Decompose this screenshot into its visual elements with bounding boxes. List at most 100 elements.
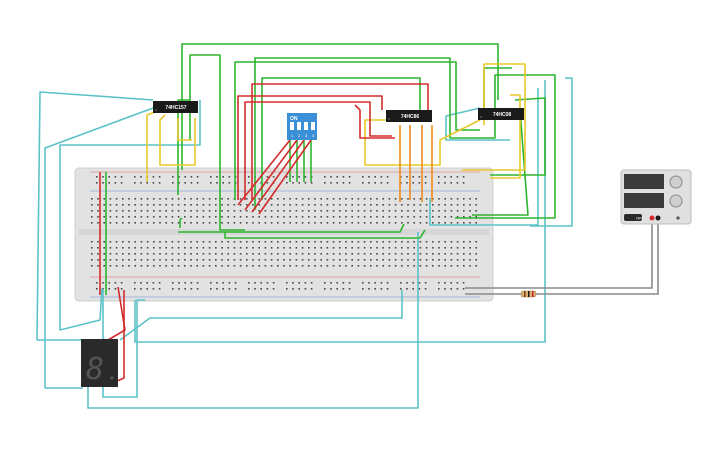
breadboard-hole[interactable]: [122, 253, 124, 255]
breadboard-hole[interactable]: [216, 176, 218, 178]
breadboard-hole[interactable]: [91, 216, 93, 218]
breadboard-hole[interactable]: [190, 288, 193, 290]
breadboard-hole[interactable]: [140, 198, 143, 200]
breadboard-hole[interactable]: [208, 204, 211, 206]
breadboard-hole[interactable]: [190, 247, 192, 249]
breadboard-hole[interactable]: [362, 282, 364, 284]
breadboard-hole[interactable]: [114, 176, 117, 178]
breadboard-hole[interactable]: [264, 265, 267, 267]
breadboard-hole[interactable]: [444, 176, 446, 178]
dip-toggle-4[interactable]: [311, 122, 315, 130]
breadboard-hole[interactable]: [320, 210, 322, 212]
breadboard-hole[interactable]: [345, 265, 347, 267]
breadboard-hole[interactable]: [222, 176, 224, 178]
breadboard-hole[interactable]: [227, 259, 229, 261]
breadboard-hole[interactable]: [196, 247, 198, 249]
breadboard-hole[interactable]: [227, 204, 229, 206]
breadboard-hole[interactable]: [115, 210, 118, 212]
breadboard-hole[interactable]: [270, 210, 273, 212]
breadboard-hole[interactable]: [102, 182, 104, 184]
breadboard-hole[interactable]: [260, 282, 262, 284]
breadboard-hole[interactable]: [425, 259, 428, 261]
breadboard-hole[interactable]: [208, 265, 211, 267]
breadboard-hole[interactable]: [233, 247, 236, 249]
breadboard-hole[interactable]: [216, 282, 218, 284]
breadboard-hole[interactable]: [266, 176, 269, 178]
breadboard-hole[interactable]: [91, 247, 93, 249]
breadboard-hole[interactable]: [172, 176, 174, 178]
breadboard-hole[interactable]: [301, 216, 304, 218]
breadboard-hole[interactable]: [258, 247, 260, 249]
breadboard-hole[interactable]: [159, 253, 161, 255]
breadboard-hole[interactable]: [324, 176, 326, 178]
breadboard-hole[interactable]: [456, 216, 459, 218]
breadboard-hole[interactable]: [438, 265, 440, 267]
breadboard-hole[interactable]: [301, 247, 304, 249]
breadboard-hole[interactable]: [153, 198, 155, 200]
breadboard-hole[interactable]: [165, 253, 167, 255]
breadboard-hole[interactable]: [400, 288, 402, 290]
breadboard-hole[interactable]: [122, 265, 124, 267]
breadboard-hole[interactable]: [438, 182, 440, 184]
breadboard-hole[interactable]: [368, 182, 370, 184]
breadboard-hole[interactable]: [227, 253, 229, 255]
breadboard-hole[interactable]: [370, 204, 372, 206]
breadboard-hole[interactable]: [134, 265, 136, 267]
breadboard-hole[interactable]: [171, 259, 174, 261]
breadboard-hole[interactable]: [270, 198, 273, 200]
breadboard-hole[interactable]: [438, 222, 440, 224]
breadboard-hole[interactable]: [376, 216, 378, 218]
breadboard-hole[interactable]: [202, 241, 205, 243]
breadboard-hole[interactable]: [419, 241, 422, 243]
breadboard-hole[interactable]: [339, 216, 341, 218]
breadboard-hole[interactable]: [172, 282, 174, 284]
breadboard-hole[interactable]: [332, 222, 335, 224]
breadboard-hole[interactable]: [475, 247, 477, 249]
breadboard-hole[interactable]: [339, 247, 341, 249]
breadboard-hole[interactable]: [345, 204, 347, 206]
breadboard-hole[interactable]: [264, 259, 267, 261]
breadboard-hole[interactable]: [370, 216, 372, 218]
breadboard-hole[interactable]: [463, 241, 465, 243]
breadboard-hole[interactable]: [227, 265, 229, 267]
breadboard-hole[interactable]: [152, 182, 155, 184]
breadboard-hole[interactable]: [184, 259, 186, 261]
breadboard-hole[interactable]: [301, 210, 304, 212]
breadboard-hole[interactable]: [128, 247, 130, 249]
breadboard-hole[interactable]: [153, 210, 155, 212]
power-supply[interactable]: OFF: [620, 169, 692, 225]
breadboard-hole[interactable]: [438, 176, 440, 178]
breadboard-hole[interactable]: [270, 259, 273, 261]
breadboard-hole[interactable]: [456, 265, 459, 267]
breadboard-hole[interactable]: [450, 241, 453, 243]
breadboard-hole[interactable]: [456, 222, 459, 224]
breadboard-hole[interactable]: [128, 210, 130, 212]
breadboard-hole[interactable]: [91, 198, 93, 200]
breadboard-hole[interactable]: [134, 222, 136, 224]
breadboard-hole[interactable]: [264, 253, 267, 255]
breadboard-hole[interactable]: [128, 216, 130, 218]
breadboard-hole[interactable]: [308, 222, 310, 224]
breadboard-hole[interactable]: [270, 216, 273, 218]
breadboard-hole[interactable]: [324, 288, 326, 290]
breadboard-hole[interactable]: [215, 222, 217, 224]
breadboard-hole[interactable]: [270, 253, 273, 255]
breadboard-hole[interactable]: [450, 253, 453, 255]
breadboard-hole[interactable]: [345, 222, 347, 224]
breadboard-hole[interactable]: [277, 216, 279, 218]
breadboard-hole[interactable]: [456, 182, 459, 184]
breadboard-hole[interactable]: [258, 253, 260, 255]
breadboard-hole[interactable]: [332, 204, 335, 206]
breadboard-hole[interactable]: [419, 216, 422, 218]
breadboard-hole[interactable]: [295, 253, 298, 255]
breadboard-hole[interactable]: [475, 198, 477, 200]
breadboard-hole[interactable]: [233, 216, 236, 218]
breadboard-hole[interactable]: [128, 253, 130, 255]
breadboard-hole[interactable]: [386, 288, 389, 290]
breadboard-hole[interactable]: [394, 253, 397, 255]
breadboard-hole[interactable]: [233, 259, 236, 261]
breadboard-hole[interactable]: [314, 222, 316, 224]
breadboard-hole[interactable]: [308, 216, 310, 218]
breadboard-hole[interactable]: [419, 198, 422, 200]
breadboard-hole[interactable]: [339, 259, 341, 261]
